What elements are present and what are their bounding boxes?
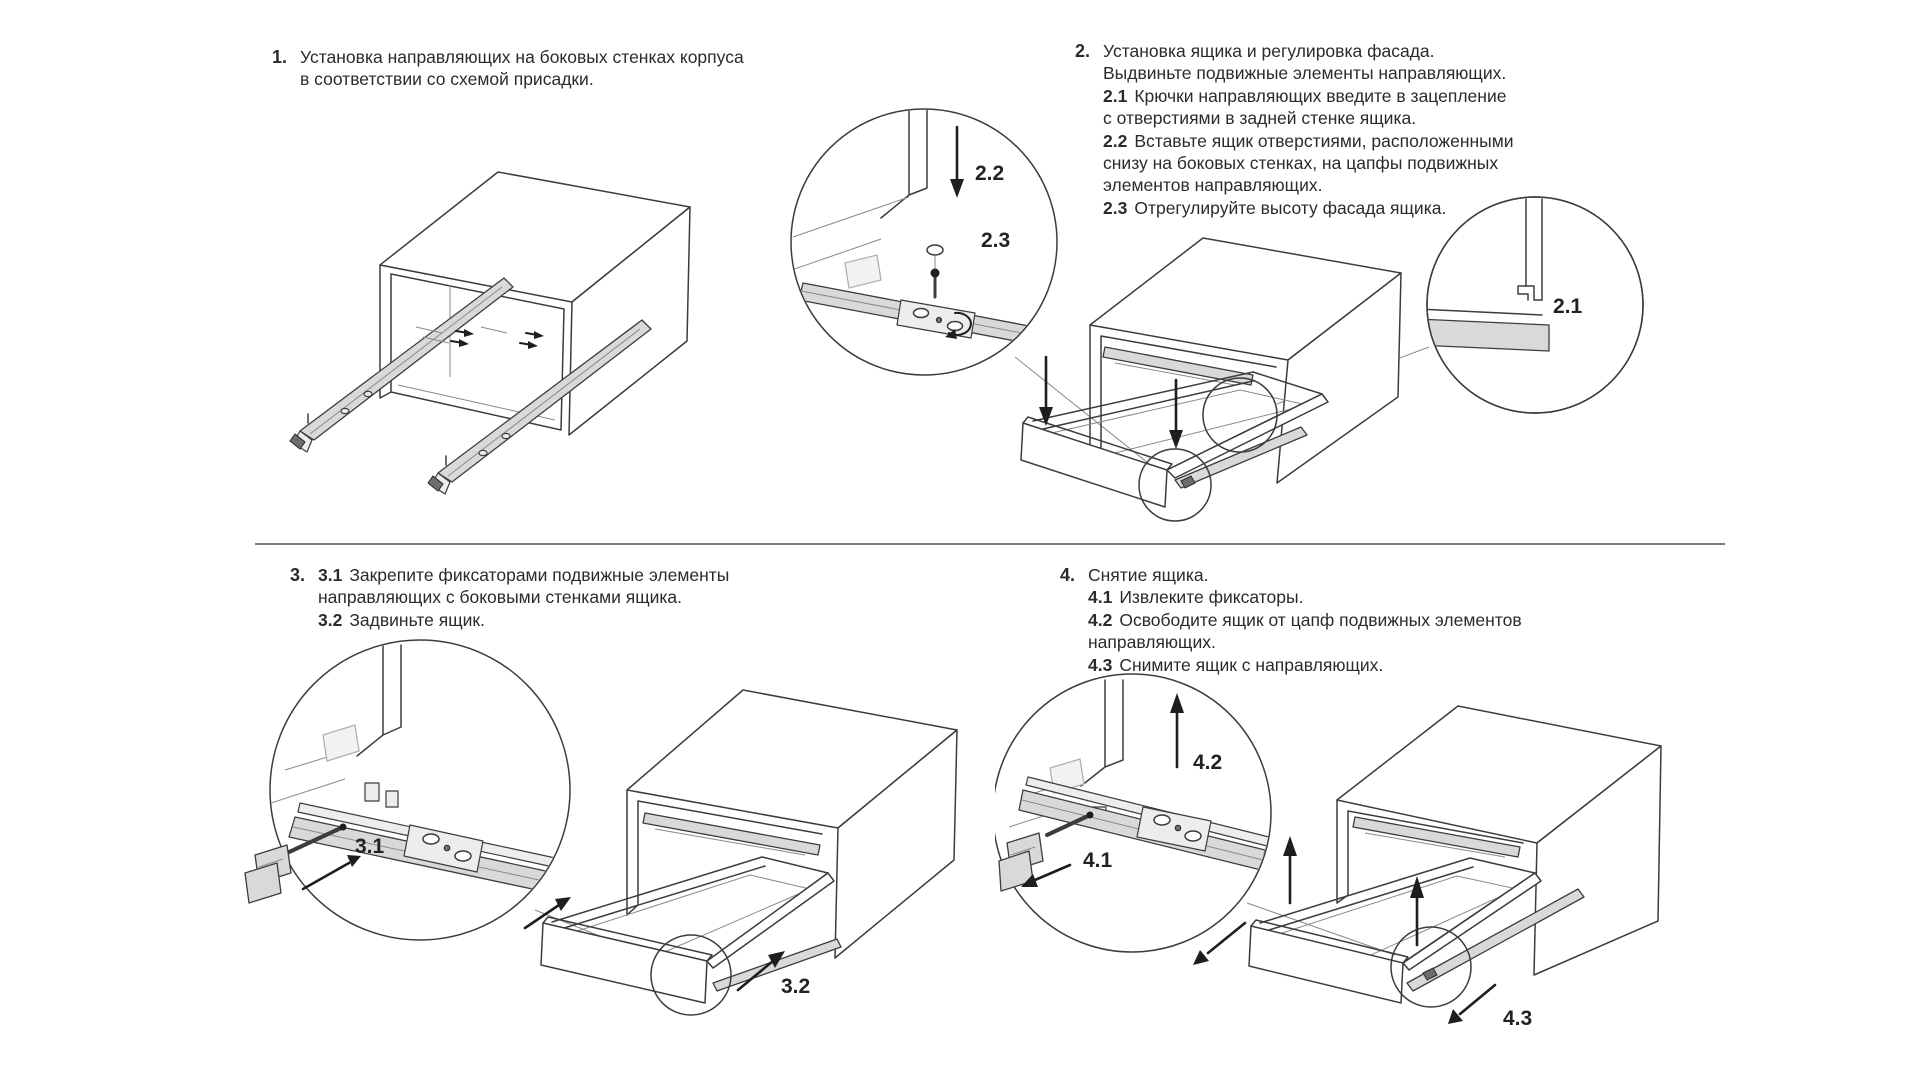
slide-under-drawer	[1406, 888, 1585, 992]
remove-arrow-icon	[1206, 921, 1247, 955]
step3-number: 3.	[290, 565, 306, 585]
corner-zone-circle	[650, 934, 732, 1016]
hook-zone-circle	[1138, 448, 1212, 522]
drawer	[540, 856, 842, 1004]
slide-in-cabinet	[1102, 346, 1254, 386]
text-line: с отверстиями в задней стенке ящика.	[1103, 108, 1417, 129]
figure-step1-cabinet-slides	[289, 171, 691, 495]
text-line: снизу на боковых стенках, на цапфы подви…	[1103, 153, 1499, 174]
text-line: в соответствии со схемой присадки.	[300, 69, 594, 90]
mounting-marks	[415, 326, 508, 344]
label-4-1: 4.1	[1083, 849, 1113, 872]
callout-remove-fixator-detail: 4.1 4.2	[995, 673, 1272, 953]
down-arrow-icon	[1039, 355, 1183, 449]
step2-lines: Установка ящика и регулировка фасада. Вы…	[1103, 40, 1514, 219]
slide-under-drawer	[1174, 426, 1308, 489]
label-4-3: 4.3	[1503, 1007, 1532, 1030]
slide-in-cabinet	[1352, 816, 1521, 858]
figure-step4-drawer-removal: 4.1 4.2	[995, 673, 1662, 1030]
drawer	[1248, 857, 1585, 1004]
push-arrow-icon	[523, 903, 561, 930]
label-2-3: 2.3	[981, 229, 1010, 252]
label-2-2: 2.2	[975, 162, 1004, 185]
text-line: Выдвиньте подвижные элементы направляющи…	[1103, 63, 1507, 84]
remove-arrow-icon	[1458, 983, 1497, 1016]
slide-left	[289, 277, 514, 453]
text-line: Снятие ящика.	[1088, 565, 1209, 585]
drawer-front	[1248, 925, 1404, 1004]
fixator	[998, 811, 1094, 892]
drawer-front	[1020, 422, 1168, 508]
label-4-2: 4.2	[1193, 751, 1222, 774]
label-3-2: 3.2	[781, 975, 810, 998]
callout-fixator-detail: 3.1	[244, 639, 571, 941]
figure-step3-fix-and-push: 3.1 3.2	[244, 639, 958, 1016]
section-divider	[255, 543, 1725, 545]
text-line: направляющих с боковыми стенками ящика.	[318, 587, 683, 608]
fixator	[244, 823, 347, 904]
pin-zone-circle	[1202, 377, 1278, 453]
hook-shape	[1517, 285, 1543, 301]
cabinet	[1336, 705, 1662, 976]
text-line: направляющих.	[1088, 632, 1216, 653]
mounting-bracket	[896, 299, 976, 339]
step1-number: 1.	[272, 47, 288, 67]
callout-hook-pin-detail: 2.2 2.3	[790, 108, 1058, 376]
up-arrow-icon	[1283, 836, 1424, 947]
callout-connector	[1246, 902, 1396, 956]
slide-right	[427, 319, 652, 495]
step4-number: 4.	[1060, 565, 1076, 585]
text-line: Установка направляющих на боковых стенка…	[300, 47, 744, 67]
label-2-1: 2.1	[1553, 295, 1583, 318]
cabinet	[1089, 237, 1402, 484]
corner-zone-circle	[1390, 926, 1472, 1008]
callout-hook-engaged-detail: 2.1	[1426, 196, 1644, 414]
attach-arrow-icon	[450, 329, 544, 349]
slide-in-cabinet	[642, 812, 821, 856]
mounting-bracket	[1136, 806, 1212, 852]
step1-lines: Установка направляющих на боковых стенка…	[300, 46, 744, 91]
drawer-bottom-bar	[1428, 318, 1550, 352]
push-arrow-icon	[736, 959, 775, 992]
mounting-bracket	[403, 824, 484, 873]
step1-instructions: 1. Установка направляющих на боковых сте…	[272, 46, 744, 91]
slide-under-drawer	[712, 938, 842, 992]
cabinet	[626, 689, 958, 959]
step2-instructions: 2. Установка ящика и регулировка фасада.…	[1075, 40, 1514, 219]
figure-step2-drawer-install: 2.2 2.3	[790, 108, 1644, 522]
drawer	[1020, 371, 1329, 508]
extract-arrow-icon	[1033, 863, 1072, 882]
label-3-1: 3.1	[355, 835, 385, 858]
step2-number: 2.	[1075, 41, 1091, 61]
cabinet	[379, 171, 691, 436]
text-line: Установка ящика и регулировка фасада.	[1103, 41, 1435, 61]
insert-arrow-icon	[301, 861, 351, 891]
drawer-hole	[926, 244, 944, 256]
drawer-front	[540, 922, 708, 1004]
text-line: элементов направляющих.	[1103, 175, 1323, 196]
